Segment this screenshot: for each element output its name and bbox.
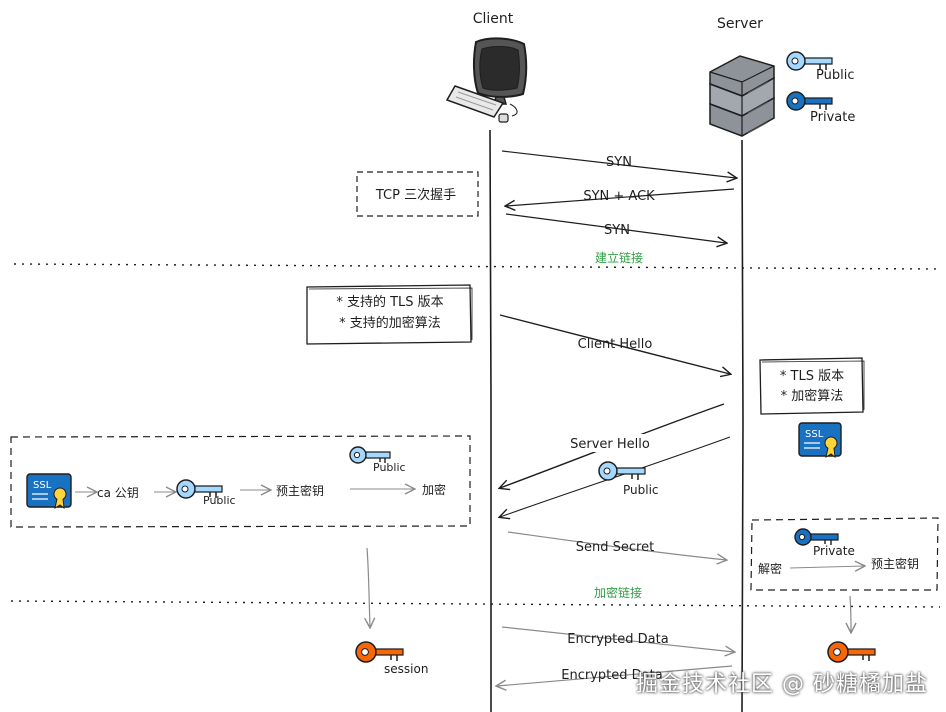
ssl-certificate-icon: SSL xyxy=(798,422,842,459)
syn-label: SYN xyxy=(606,155,632,170)
encrypted-data-arrow-1 xyxy=(501,626,734,652)
client-session-key-icon xyxy=(355,641,404,663)
public-key-icon xyxy=(786,51,833,71)
client-session-label: session xyxy=(384,662,428,676)
establish-connection-label: 建立链接 xyxy=(595,250,643,265)
private-key-icon xyxy=(786,91,833,111)
watermark: 掘金技术社区 @ 砂糖橘加盐 xyxy=(636,672,928,697)
decrypt-label: 解密 xyxy=(758,561,782,576)
computer-icon xyxy=(445,37,528,123)
syn-ack-label: SYN + ACK xyxy=(583,189,655,204)
tcp-note: TCP 三次握手 xyxy=(375,187,456,203)
client-lifeline xyxy=(489,129,492,712)
encrypt-label: 加密 xyxy=(422,482,446,497)
tcp-note-box xyxy=(356,171,479,217)
client-hello-note-line2: * 支持的加密算法 xyxy=(339,315,441,331)
server-lifeline xyxy=(741,139,744,712)
server-icon xyxy=(709,55,775,137)
server-pre-master-secret-label: 预主密钥 xyxy=(871,556,919,571)
server-session-key-icon xyxy=(827,641,876,663)
pre-master-secret-label: 预主密钥 xyxy=(276,483,324,498)
client-label: Client xyxy=(473,11,514,27)
syn-ack-arrow xyxy=(506,188,735,206)
server-label: Server xyxy=(717,16,763,32)
private-key-label: Private xyxy=(810,110,855,125)
client-process-box xyxy=(10,435,471,528)
server-session-arrow xyxy=(850,595,851,632)
encrypted-data-arrow-2 xyxy=(497,665,733,686)
client-public-key-label: Public xyxy=(203,494,236,507)
server-hello-label: Server Hello xyxy=(570,437,650,452)
client-top-public-key-icon xyxy=(349,446,391,464)
client-hello-note-line1: * 支持的 TLS 版本 xyxy=(336,294,443,310)
send-secret-arrow xyxy=(507,531,726,560)
ca-public-key-label: ca 公钥 xyxy=(97,486,139,500)
encrypted-data-label-1: Encrypted Data xyxy=(567,632,668,647)
send-secret-label: Send Secret xyxy=(576,540,654,555)
server-private-key-icon xyxy=(794,528,839,546)
client-session-arrow xyxy=(367,547,370,627)
client-ssl-certificate-icon: SSL xyxy=(26,473,72,510)
syn-label-2: SYN xyxy=(604,223,630,238)
ssl-certificate-text: SSL xyxy=(805,429,824,440)
separator-line-2 xyxy=(10,600,941,608)
server-process-box xyxy=(750,517,939,591)
client-hello-note-box xyxy=(306,284,472,345)
client-ssl-certificate-text: SSL xyxy=(33,480,52,491)
server-hello-public-label: Public xyxy=(623,483,659,497)
syn-arrow xyxy=(501,150,736,178)
syn-arrow-2 xyxy=(505,213,726,243)
server-hello-note-box xyxy=(759,357,864,415)
public-key-label: Public xyxy=(816,68,854,83)
server-hello-public-key-icon xyxy=(598,461,646,481)
separator-line-1 xyxy=(13,263,941,270)
client-top-public-key-label: Public xyxy=(373,461,406,474)
client-hello-label: Client Hello xyxy=(578,337,653,352)
encrypted-connection-label: 加密链接 xyxy=(594,585,642,600)
encrypted-data-label-2: Encrypted Data xyxy=(561,668,662,683)
client-hello-arrow xyxy=(499,314,730,374)
server-private-key-label: Private xyxy=(813,544,855,558)
server-hello-note-line2: * 加密算法 xyxy=(781,388,844,404)
client-public-key-icon xyxy=(176,479,223,499)
server-hello-note-line1: * TLS 版本 xyxy=(780,369,844,384)
